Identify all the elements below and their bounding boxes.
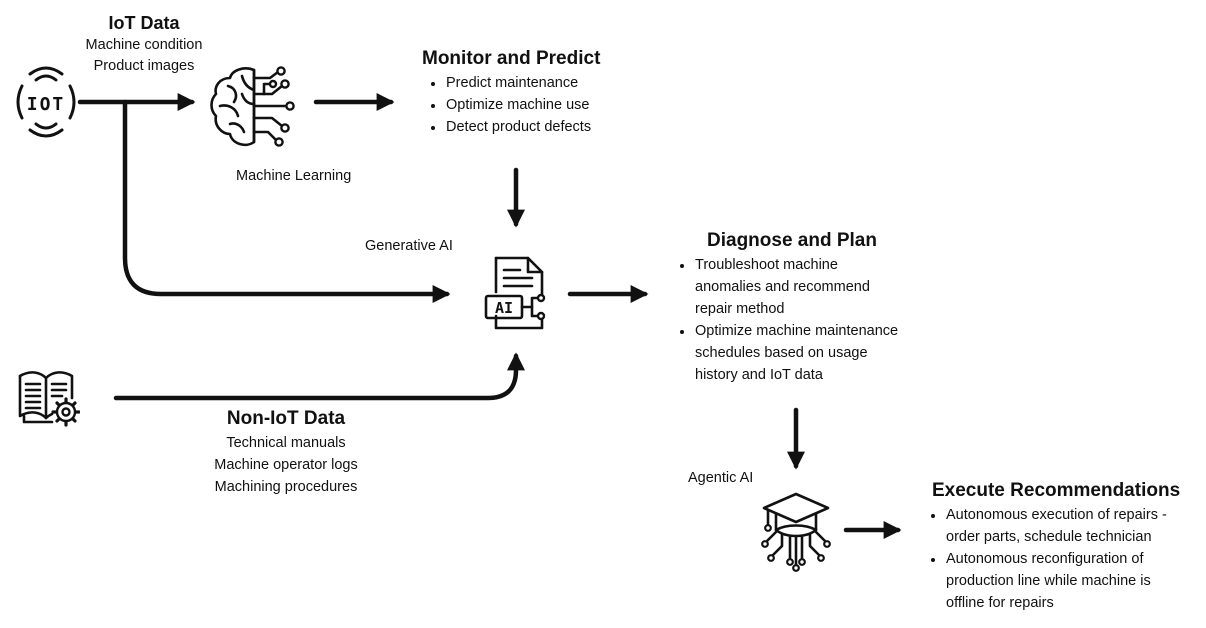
- monitor-predict-title: Monitor and Predict: [422, 48, 601, 69]
- machine-learning-label: Machine Learning: [236, 168, 352, 184]
- non-iot-data-title: Non-IoT Data: [226, 408, 346, 429]
- bullet-line: order parts, schedule technician: [946, 529, 1152, 545]
- graduation-cap-circuit-icon: [760, 490, 832, 572]
- ai-icon-text: AI: [495, 299, 513, 317]
- bullet-line: Autonomous execution of repairs -: [946, 507, 1167, 523]
- iot-data-block: IoT Data Machine condition Product image…: [64, 12, 224, 77]
- arrow-iot-to-genai: [122, 99, 451, 303]
- non-iot-data-item: Machine operator logs: [214, 457, 358, 473]
- bullet-line: repair method: [695, 301, 785, 317]
- diagnose-plan-title: Diagnose and Plan: [707, 230, 877, 251]
- agentic-ai-label: Agentic AI: [688, 470, 754, 486]
- diagnose-plan-list: Troubleshoot machine anomalies and recom…: [677, 254, 898, 386]
- execute-list: Autonomous execution of repairs - order …: [928, 504, 1167, 614]
- list-item: Optimize machine use: [428, 94, 591, 116]
- monitor-predict-list: Predict maintenance Optimize machine use…: [428, 72, 591, 138]
- list-item: Predict maintenance: [428, 72, 591, 94]
- iot-data-item: Product images: [93, 58, 195, 74]
- bullet-line: Optimize machine maintenance: [695, 323, 899, 339]
- bullet-line: history and IoT data: [695, 367, 823, 383]
- iot-signal-icon: IOT: [16, 64, 76, 140]
- bullet-line: offline for repairs: [946, 595, 1054, 611]
- list-item: Troubleshoot machine anomalies and recom…: [677, 254, 898, 320]
- bullet-line: schedules based on usage: [695, 345, 868, 361]
- bullet-line: Troubleshoot machine: [695, 257, 838, 273]
- execute-title: Execute Recommendations: [932, 480, 1181, 501]
- list-item: Optimize machine maintenance schedules b…: [677, 320, 898, 386]
- iot-data-item: Machine condition: [85, 37, 203, 53]
- ai-document-icon: AI: [484, 254, 550, 332]
- non-iot-data-item: Machining procedures: [214, 479, 358, 495]
- bullet-line: anomalies and recommend: [695, 279, 870, 295]
- iot-icon-text: IOT: [27, 94, 66, 115]
- arrow-noniot-to-genai: [113, 352, 525, 401]
- bullet-line: Autonomous reconfiguration of: [946, 551, 1144, 567]
- iot-data-title: IoT Data: [108, 13, 180, 33]
- brain-circuit-icon: [208, 64, 304, 150]
- list-item: Autonomous reconfiguration of production…: [928, 548, 1167, 614]
- non-iot-data-item: Technical manuals: [226, 435, 346, 451]
- manual-book-gear-icon: [16, 366, 81, 428]
- list-item: Autonomous execution of repairs - order …: [928, 504, 1167, 548]
- bullet-line: production line while machine is: [946, 573, 1151, 589]
- list-item: Detect product defects: [428, 116, 591, 138]
- generative-ai-label: Generative AI: [365, 238, 453, 254]
- non-iot-data-block: Non-IoT Data Technical manuals Machine o…: [186, 408, 386, 498]
